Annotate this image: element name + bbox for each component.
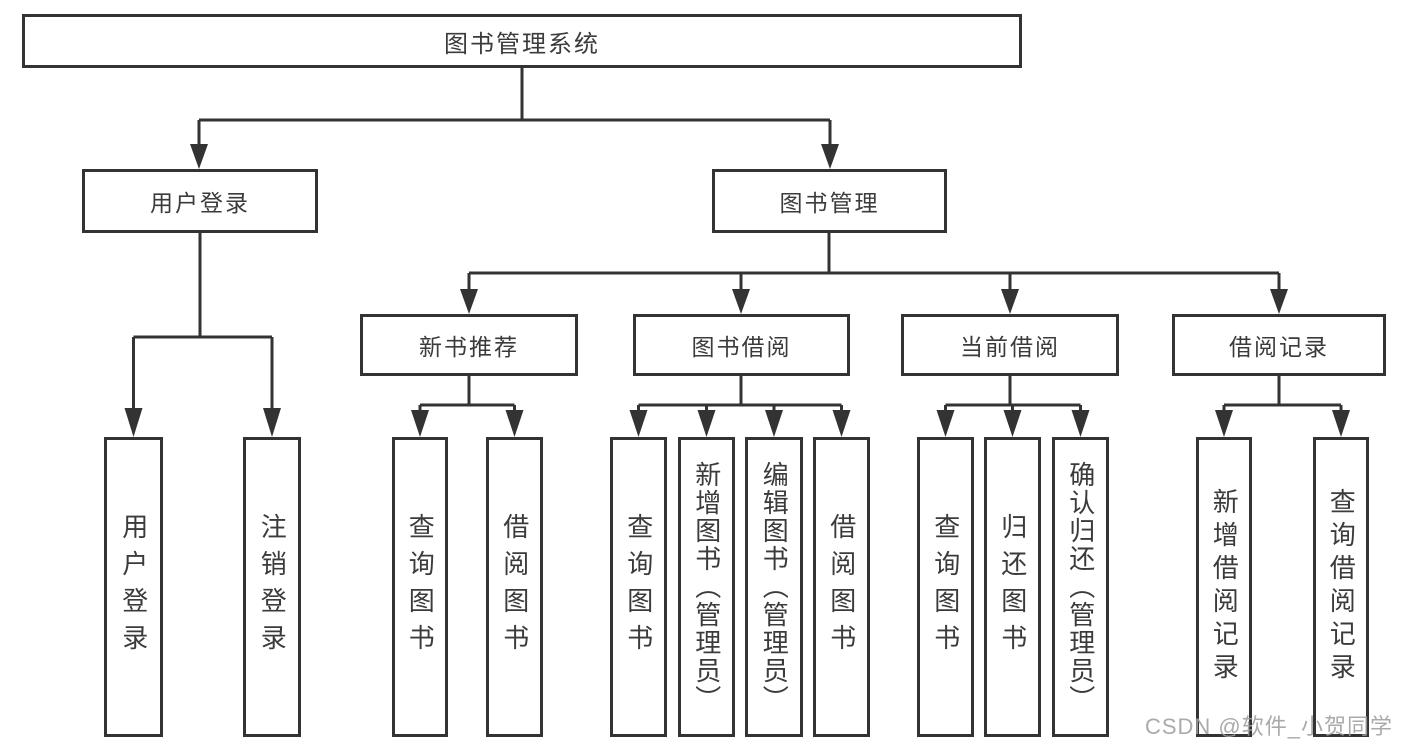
- arrowheads: [124, 144, 1350, 437]
- node-book-management: 图书管理: [712, 169, 947, 233]
- node-book-borrowing: 图书借阅: [633, 314, 850, 376]
- node-book-management-system: 图书管理系统: [22, 14, 1022, 68]
- node-label: 图书管理: [779, 190, 880, 216]
- node-user-login: 用户登录: [82, 169, 318, 233]
- leaf-records-query-borrow-record: 查询借阅记录: [1313, 437, 1369, 737]
- leaf-borrowing-edit-books-admin: 编辑图书（管理员）: [745, 437, 803, 737]
- node-label: 确认归还（管理员）: [1065, 461, 1096, 713]
- leaf-current-query-books: 查询图书: [917, 437, 974, 737]
- node-label: 查询借阅记录: [1326, 488, 1357, 686]
- leaf-current-return-books: 归还图书: [984, 437, 1041, 737]
- leaf-borrowing-query-books: 查询图书: [610, 437, 667, 737]
- node-label: 图书借阅: [691, 334, 792, 360]
- leaf-newrec-borrow-books: 借阅图书: [486, 437, 543, 737]
- node-label: 查询图书: [623, 513, 654, 661]
- node-label: 新书推荐: [419, 334, 519, 360]
- node-label: 注销登录: [257, 513, 288, 661]
- node-label: 归还图书: [997, 513, 1028, 661]
- node-label: 查询图书: [930, 513, 961, 661]
- node-label: 查询图书: [405, 513, 436, 661]
- node-current-borrowing: 当前借阅: [901, 314, 1119, 376]
- leaf-borrowing-borrow-books: 借阅图书: [813, 437, 870, 737]
- node-label: 借阅图书: [826, 513, 857, 661]
- node-label: 新增借阅记录: [1209, 488, 1240, 686]
- node-label: 编辑图书（管理员）: [759, 461, 790, 713]
- node-label: 借阅记录: [1229, 334, 1329, 360]
- node-label: 借阅图书: [499, 513, 530, 661]
- leaf-current-confirm-return-admin: 确认归还（管理员）: [1052, 437, 1109, 737]
- node-label: 用户登录: [150, 190, 250, 216]
- leaf-user-login: 用户登录: [104, 437, 163, 737]
- node-label: 新增图书（管理员）: [691, 461, 722, 713]
- node-label: 当前借阅: [960, 334, 1060, 360]
- leaf-newrec-query-books: 查询图书: [392, 437, 448, 737]
- node-label: 用户登录: [118, 513, 149, 661]
- csdn-watermark: CSDN @软件_小贺同学: [1144, 714, 1393, 739]
- node-new-book-recommend: 新书推荐: [360, 314, 578, 376]
- node-borrowing-records: 借阅记录: [1172, 314, 1386, 376]
- leaf-logout-login: 注销登录: [243, 437, 301, 737]
- leaf-records-add-borrow-record: 新增借阅记录: [1196, 437, 1252, 737]
- node-label: 图书管理系统: [444, 30, 600, 58]
- leaf-borrowing-add-books-admin: 新增图书（管理员）: [678, 437, 735, 737]
